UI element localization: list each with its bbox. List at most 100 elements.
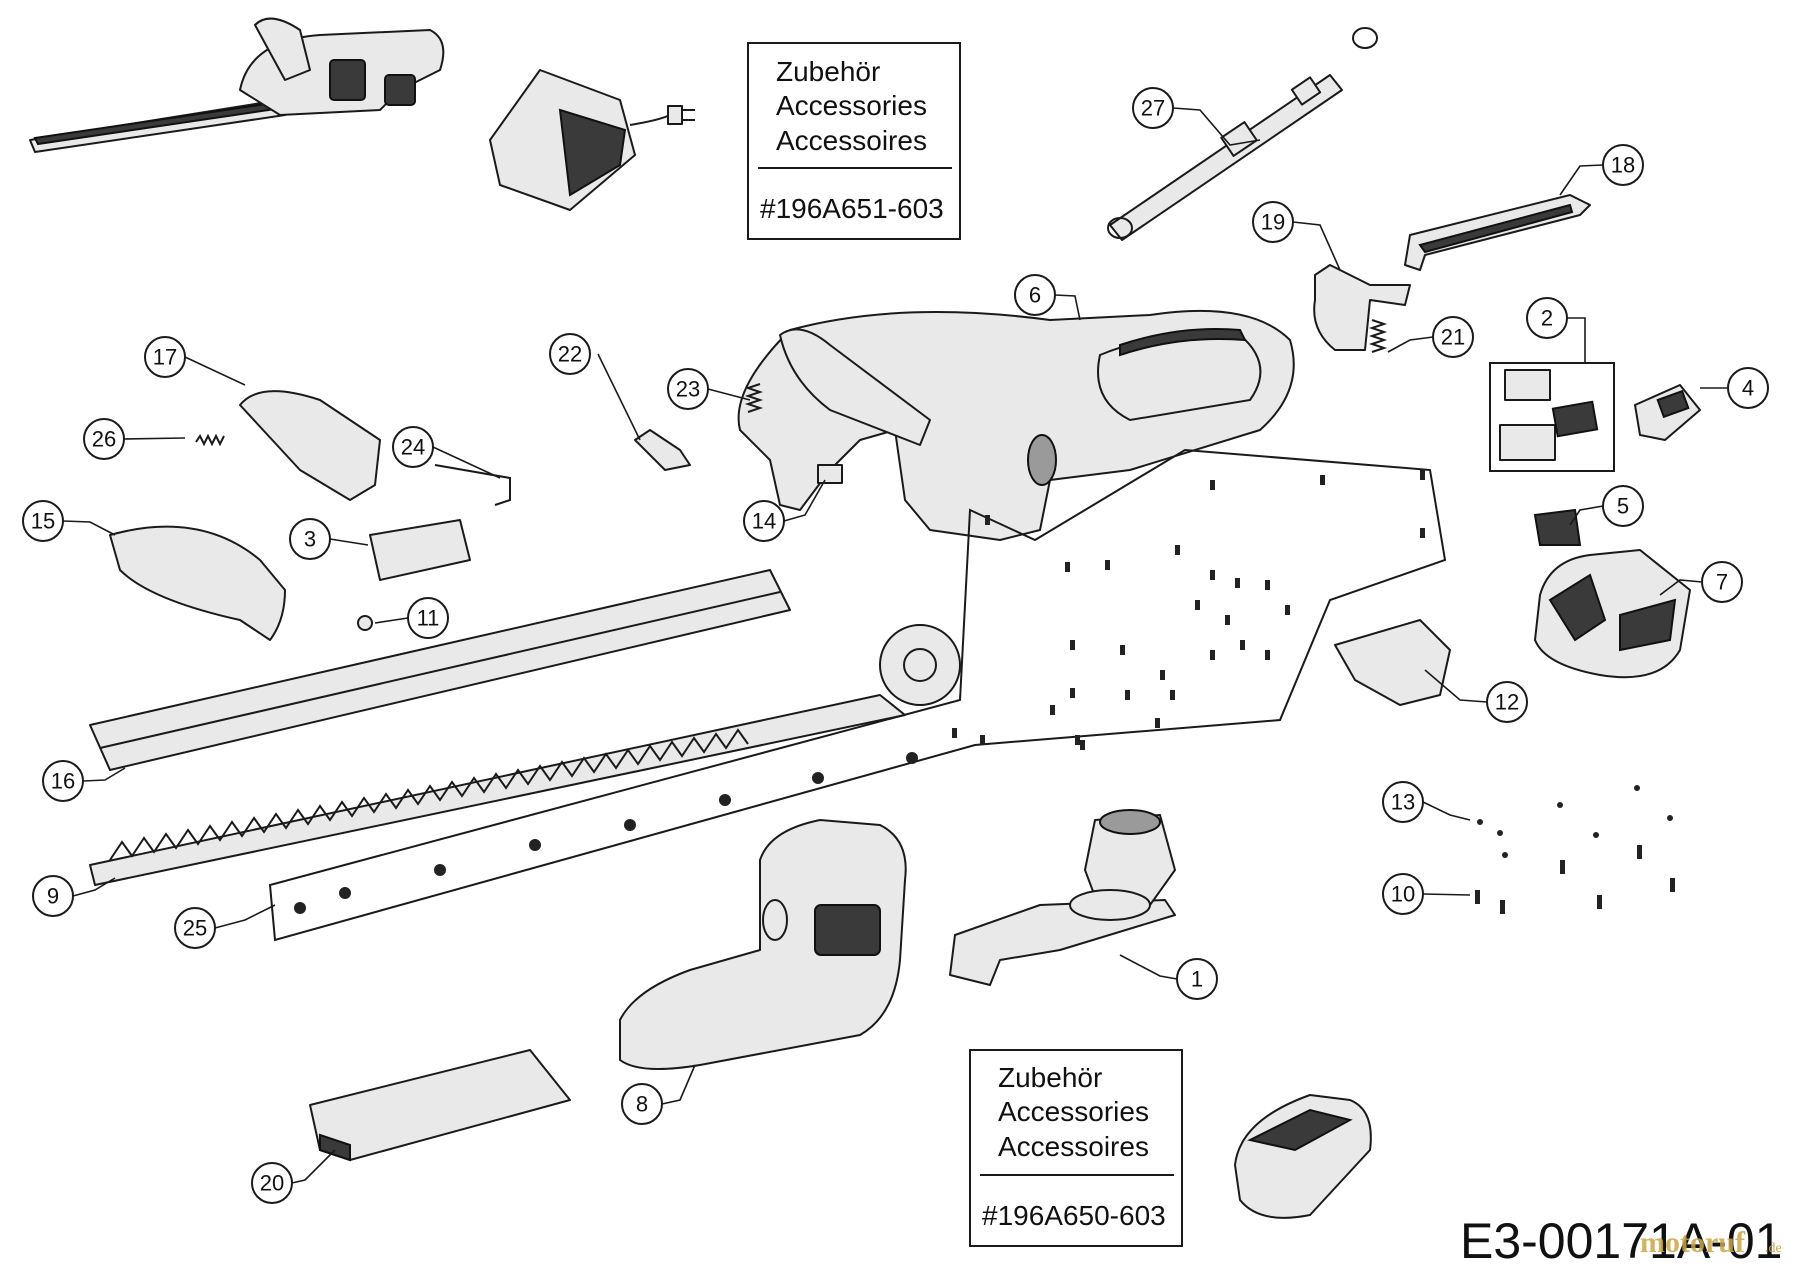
- callout-6: 6: [1014, 274, 1056, 316]
- svg-text:5: 5: [1617, 494, 1629, 519]
- accessory-box-top-line-2: Accessories: [776, 90, 927, 121]
- svg-text:6: 6: [1029, 283, 1041, 308]
- callout-16: 16: [42, 760, 84, 802]
- rod-part-24: [434, 464, 511, 506]
- socket-part-5: [1533, 508, 1582, 546]
- blade-cover-part-15: [109, 525, 286, 641]
- accessory-box-bottom: Zubehör Accessories Accessoires #196A650…: [969, 1049, 1183, 1247]
- svg-text:8: 8: [636, 1092, 648, 1117]
- callout-13: 13: [1382, 781, 1424, 823]
- svg-text:3: 3: [304, 527, 316, 552]
- svg-text:10: 10: [1391, 882, 1415, 907]
- screws-part-10-13: [1475, 785, 1675, 914]
- callout-27: 27: [1132, 87, 1174, 129]
- svg-text:9: 9: [47, 884, 59, 909]
- svg-text:15: 15: [31, 509, 55, 534]
- callout-5: 5: [1602, 485, 1644, 527]
- svg-text:19: 19: [1261, 210, 1285, 235]
- svg-text:26: 26: [92, 427, 116, 452]
- callout-15: 15: [22, 500, 64, 542]
- callout-26: 26: [83, 418, 125, 460]
- accessory-box-bottom-line-1: Zubehör: [998, 1062, 1102, 1093]
- svg-text:22: 22: [558, 342, 582, 367]
- callout-8: 8: [621, 1083, 663, 1125]
- nuts-part-25: [294, 752, 918, 914]
- callout-9: 9: [32, 875, 74, 917]
- callout-24: 24: [392, 426, 434, 468]
- cover-plate-part-12: [1334, 619, 1451, 706]
- screw-set-outline: [268, 448, 1447, 942]
- accessory-box-top-part-number: #196A651-603: [760, 193, 944, 224]
- callout-3: 3: [289, 518, 331, 560]
- spring-part-26: [195, 433, 225, 447]
- svg-text:13: 13: [1391, 790, 1415, 815]
- callout-23: 23: [667, 368, 709, 410]
- callout-17: 17: [144, 336, 186, 378]
- callout-22: 22: [549, 333, 591, 375]
- accessory-box-bottom-line-3: Accessoires: [998, 1131, 1149, 1162]
- svg-text:11: 11: [417, 606, 440, 631]
- accessory-box-top-line-1: Zubehör: [776, 56, 880, 87]
- callout-7: 7: [1701, 561, 1743, 603]
- callout-25: 25: [174, 907, 216, 949]
- lever-part-22: [634, 429, 691, 471]
- svg-text:23: 23: [676, 377, 700, 402]
- callout-1: 1: [1176, 958, 1218, 1000]
- callout-19: 19: [1252, 201, 1294, 243]
- motor-gearbox-part-1: [949, 809, 1176, 986]
- svg-text:4: 4: [1742, 376, 1754, 401]
- svg-text:24: 24: [401, 435, 425, 460]
- callout-14: 14: [743, 500, 785, 542]
- svg-text:7: 7: [1716, 570, 1728, 595]
- handle-clamp-part-19: [1313, 264, 1411, 351]
- callout-10: 10: [1382, 873, 1424, 915]
- spring-part-23: [744, 383, 764, 413]
- svg-text:20: 20: [260, 1171, 284, 1196]
- motor-housing-part-8: [619, 819, 907, 1070]
- svg-text:16: 16: [51, 769, 75, 794]
- svg-text:17: 17: [153, 345, 177, 370]
- accessory-box-bottom-line-2: Accessories: [998, 1096, 1149, 1127]
- callout-21: 21: [1432, 316, 1474, 358]
- callout-20: 20: [251, 1162, 293, 1204]
- cutting-blade-part-9: [89, 624, 961, 886]
- accessory-box-top: Zubehör Accessories Accessoires #196A651…: [747, 42, 961, 240]
- shoulder-strap-illustration: [1107, 27, 1378, 241]
- svg-text:21: 21: [1441, 325, 1465, 350]
- callout-11: 11: [407, 597, 449, 639]
- small-bracket-part-14: [817, 464, 843, 484]
- callout-12: 12: [1486, 681, 1528, 723]
- base-plate-part-20: [309, 1049, 571, 1162]
- box-part-3: [369, 519, 471, 581]
- callout-18: 18: [1602, 144, 1644, 186]
- blade-rail-part-16: [89, 569, 791, 771]
- svg-text:12: 12: [1495, 690, 1519, 715]
- battery-housing-part-7: [1534, 549, 1691, 679]
- accessory-box-bottom-part-number: #196A650-603: [982, 1200, 1166, 1231]
- guard-part-17: [239, 390, 381, 501]
- callout-2: 2: [1526, 297, 1568, 339]
- handle-housing-part-6: [737, 309, 1295, 541]
- drawing-number: E3-00171A-01: [1460, 1213, 1782, 1269]
- svg-text:14: 14: [752, 509, 776, 534]
- svg-text:25: 25: [183, 916, 207, 941]
- switch-button-part-4: [1634, 384, 1701, 441]
- spring-part-21: [1368, 319, 1388, 353]
- watermark-suffix: .de: [1765, 1241, 1782, 1256]
- svg-text:18: 18: [1611, 153, 1635, 178]
- screws-inside-panel: [952, 470, 1425, 750]
- hedge-trimmer-overview-illustration: [29, 17, 445, 153]
- svg-text:27: 27: [1141, 96, 1165, 121]
- callout-4: 4: [1727, 367, 1769, 409]
- washer-part-11: [357, 615, 373, 631]
- watermark-logo: motoruf: [1640, 1226, 1746, 1259]
- battery-pack-illustration: [1234, 1094, 1372, 1219]
- accessory-box-top-line-3: Accessoires: [776, 125, 927, 156]
- svg-text:2: 2: [1541, 306, 1553, 331]
- auxiliary-handle-part-18: [1404, 194, 1591, 271]
- battery-charger-illustration: [489, 69, 695, 211]
- leader-lines: [62, 107, 1728, 1184]
- switch-assembly-part-2: [1489, 362, 1615, 472]
- svg-text:1: 1: [1191, 967, 1203, 992]
